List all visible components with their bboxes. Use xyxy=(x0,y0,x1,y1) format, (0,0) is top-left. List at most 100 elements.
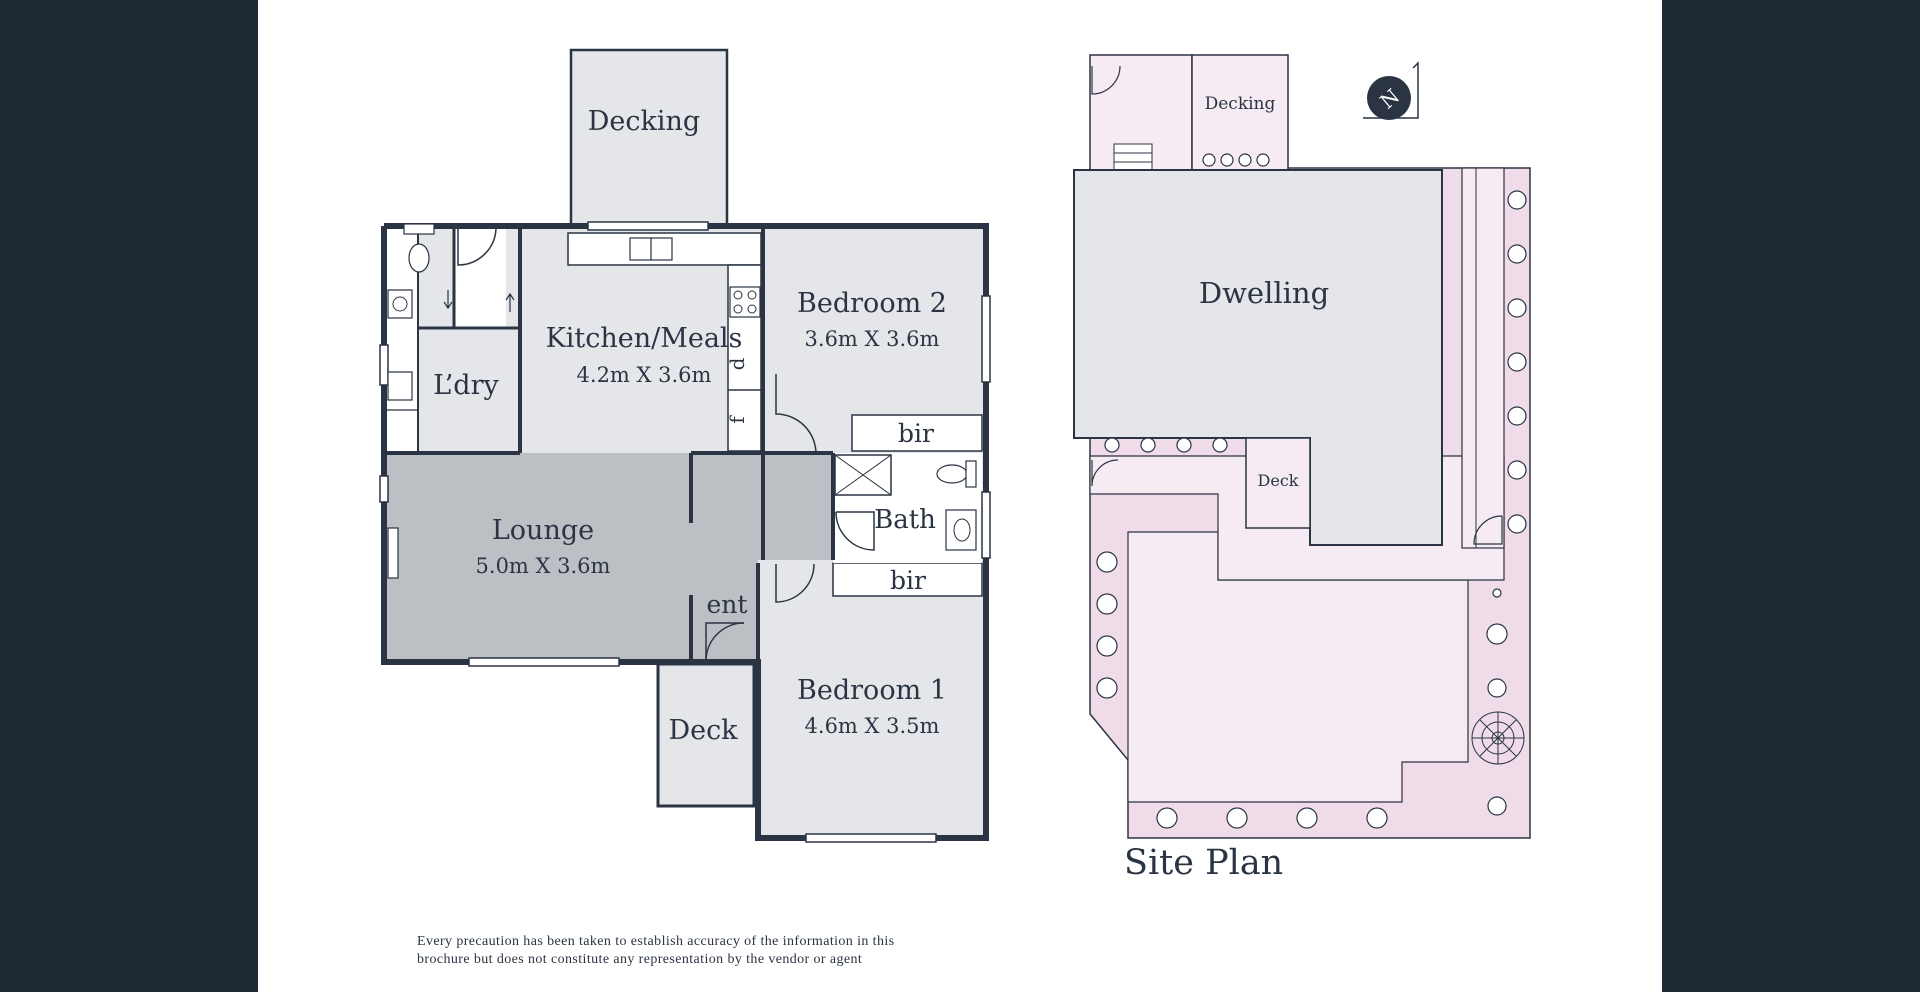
window xyxy=(379,475,389,503)
north-circle xyxy=(1367,76,1411,120)
north-arrow-line xyxy=(1363,61,1419,119)
lounge-label: Lounge xyxy=(492,515,594,546)
decking-top-label: Decking xyxy=(588,106,700,137)
cooktop-burner xyxy=(733,290,743,300)
shrub xyxy=(1238,153,1252,167)
disclaimer-line-2: brochure but does not constitute any rep… xyxy=(417,952,863,967)
toilet-cistern xyxy=(403,223,435,235)
basin-bowl xyxy=(392,296,408,312)
floor-plan-sheet: Decking Kitchen/Meals 4.2m X 3.6m Bedroo… xyxy=(258,0,1662,992)
shrub xyxy=(1140,437,1156,453)
laundry-label: L’dry xyxy=(433,370,499,401)
entry-label: ent xyxy=(707,590,748,619)
north-marker: N xyxy=(1363,61,1419,120)
shrub xyxy=(1296,807,1318,829)
bath-toilet xyxy=(936,464,968,484)
shrub xyxy=(1096,635,1118,657)
bedroom1-label: Bedroom 1 xyxy=(797,675,947,706)
shrub xyxy=(1202,153,1216,167)
kitchen-dims: 4.2m X 3.6m xyxy=(577,363,712,387)
outer-wall xyxy=(381,223,989,841)
dishwasher-label: d xyxy=(725,357,749,370)
bath-toilet-cistern xyxy=(965,460,977,488)
shrub xyxy=(1507,190,1527,210)
site-plan-labels: Decking Dwelling Deck Site Plan xyxy=(1124,94,1329,883)
bir-top-box xyxy=(851,414,983,452)
bath-basin-bowl xyxy=(953,518,971,542)
door-swing xyxy=(835,511,875,551)
window xyxy=(805,833,937,843)
site-decking-label: Decking xyxy=(1205,94,1276,114)
shrub xyxy=(1096,677,1118,699)
shower-cross xyxy=(834,454,892,496)
site-dwelling xyxy=(1073,169,1443,546)
laundry-tub xyxy=(387,371,413,401)
east-path xyxy=(1461,167,1505,549)
toilet-bowl xyxy=(408,243,430,273)
hall-arrow xyxy=(505,292,515,312)
shrub xyxy=(1256,153,1270,167)
basin xyxy=(387,289,413,319)
bedroom2-dims: 3.6m X 3.6m xyxy=(805,327,940,351)
site-door-swing xyxy=(1473,515,1503,545)
door-swing xyxy=(457,228,497,266)
shrub xyxy=(1366,807,1388,829)
hall-strip xyxy=(454,229,506,329)
site-door-swing xyxy=(1091,459,1119,487)
door-swing xyxy=(775,374,817,455)
cooktop-burner xyxy=(733,304,743,314)
shrub xyxy=(1507,406,1527,426)
shrub xyxy=(1487,678,1507,698)
site-plan-title: Site Plan xyxy=(1124,843,1283,883)
shrub xyxy=(1096,593,1118,615)
shrub xyxy=(1507,352,1527,372)
disclaimer-line-1: Every precaution has been taken to estab… xyxy=(417,934,895,949)
shrub xyxy=(1096,551,1118,573)
cooktop-burner xyxy=(747,304,757,314)
shrub xyxy=(1220,153,1234,167)
site-deck-label: Deck xyxy=(1258,471,1299,490)
shrub xyxy=(1486,623,1508,645)
shrub xyxy=(1507,514,1527,534)
shrub xyxy=(1487,796,1507,816)
shrub xyxy=(1507,298,1527,318)
hall-arrow xyxy=(443,290,453,310)
window xyxy=(468,657,620,667)
bath-label: Bath xyxy=(874,505,936,535)
lounge-heater xyxy=(387,527,399,579)
plan-drawing: Decking Kitchen/Meals 4.2m X 3.6m Bedroo… xyxy=(379,48,1531,883)
lounge-area xyxy=(386,453,833,661)
cooktop xyxy=(729,286,761,318)
window xyxy=(587,221,709,231)
shrub xyxy=(1104,437,1120,453)
door-swing xyxy=(705,622,745,662)
decking-top-area xyxy=(569,48,729,228)
cooktop-burner xyxy=(747,290,757,300)
feature-tree xyxy=(1471,711,1525,765)
window xyxy=(379,344,389,386)
shrub xyxy=(1507,244,1527,264)
entry-deck-area xyxy=(656,662,756,808)
shrub xyxy=(1176,437,1192,453)
window xyxy=(981,295,991,383)
lounge-dims: 5.0m X 3.6m xyxy=(476,554,611,578)
shrub xyxy=(1492,588,1502,598)
bath-basin xyxy=(945,509,977,551)
dwelling-label: Dwelling xyxy=(1199,276,1329,310)
shrubs xyxy=(1096,153,1527,829)
shrub xyxy=(1507,460,1527,480)
floor-plan-labels: Decking Kitchen/Meals 4.2m X 3.6m Bedroo… xyxy=(433,106,947,746)
floor-plan xyxy=(379,48,991,843)
bir-top-label: bir xyxy=(898,419,934,448)
kitchen-label: Kitchen/Meals xyxy=(546,323,743,354)
site-door-swing xyxy=(1091,65,1121,95)
shrub xyxy=(1226,807,1248,829)
bedroom1-dims: 4.6m X 3.5m xyxy=(805,714,940,738)
disclaimer: Every precaution has been taken to estab… xyxy=(417,933,1057,969)
deck-label: Deck xyxy=(668,715,738,746)
site-steps xyxy=(1113,143,1153,171)
site-deck-area xyxy=(1245,437,1311,529)
bir-bottom-label: bir xyxy=(890,566,926,595)
site-plan xyxy=(1073,54,1531,839)
door-swing xyxy=(775,563,815,603)
